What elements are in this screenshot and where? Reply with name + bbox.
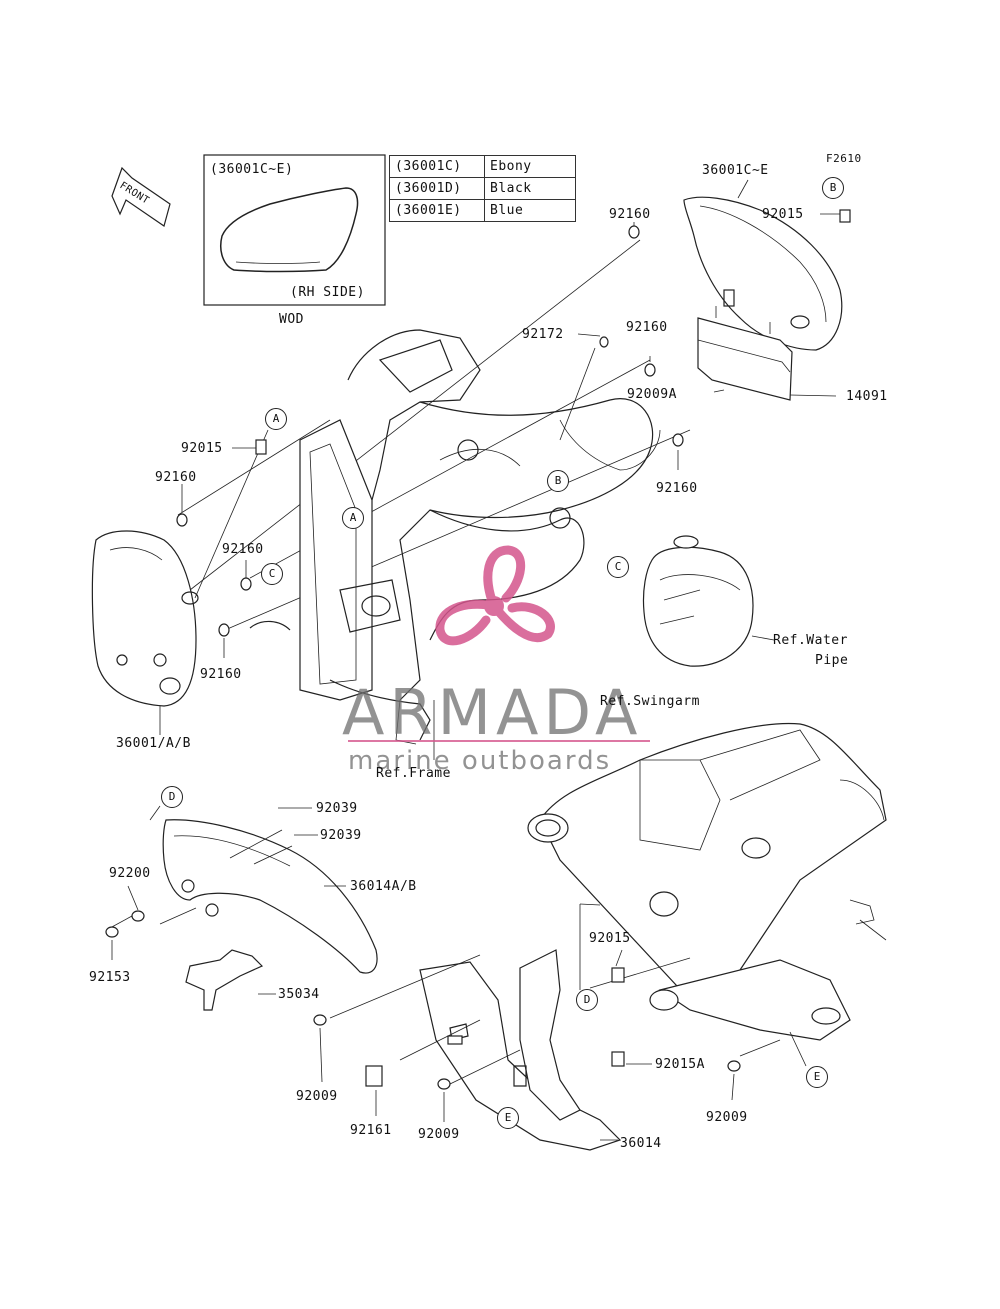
- color-code: (36001E): [389, 199, 485, 222]
- callout-d[interactable]: D: [576, 989, 598, 1011]
- armada-logo-icon: [435, 545, 555, 646]
- part-label[interactable]: 92160: [626, 320, 668, 335]
- part-label[interactable]: 36014: [620, 1136, 662, 1151]
- color-table: (36001C) Ebony (36001D) Black (36001E) B…: [389, 155, 576, 222]
- reference-label: Ref.Frame: [376, 766, 451, 781]
- motorcycle-frame: [249, 329, 661, 760]
- part-label[interactable]: 92009A: [627, 387, 677, 402]
- part-label[interactable]: 92015A: [655, 1057, 705, 1072]
- part-label[interactable]: 92161: [350, 1123, 392, 1138]
- callout-e[interactable]: E: [806, 1066, 828, 1088]
- part-label[interactable]: 92039: [320, 828, 362, 843]
- part-label[interactable]: 92015: [181, 441, 223, 456]
- callout-b[interactable]: B: [547, 470, 569, 492]
- part-label[interactable]: 92009: [706, 1110, 748, 1125]
- color-row: (36001E) Blue: [389, 199, 576, 222]
- part-label[interactable]: 92015: [589, 931, 631, 946]
- callout-c[interactable]: C: [261, 563, 283, 585]
- callout-a[interactable]: A: [265, 408, 287, 430]
- part-label[interactable]: 36001C~E: [702, 163, 769, 178]
- color-name: Blue: [484, 199, 576, 222]
- part-label[interactable]: 92200: [109, 866, 151, 881]
- inset-title: (36001C~E): [210, 162, 294, 177]
- swingarm: [527, 722, 887, 1041]
- part-label[interactable]: 92160: [200, 667, 242, 682]
- callout-b[interactable]: B: [822, 177, 844, 199]
- inset-caption: WOD: [279, 312, 304, 327]
- part-label[interactable]: 35034: [278, 987, 320, 1002]
- watermark-brand: ARMADA: [342, 676, 643, 749]
- color-name: Ebony: [484, 155, 576, 178]
- color-code: (36001D): [389, 177, 485, 200]
- part-label[interactable]: 92160: [155, 470, 197, 485]
- part-label[interactable]: 92160: [656, 481, 698, 496]
- lower-chain-cover: [419, 949, 622, 1151]
- callout-e[interactable]: E: [497, 1107, 519, 1129]
- water-pipe-cover: [642, 535, 775, 667]
- right-side-cover: [683, 196, 843, 351]
- part-label[interactable]: 92160: [222, 542, 264, 557]
- part-label[interactable]: 14091: [846, 389, 888, 404]
- part-label[interactable]: 92009: [418, 1127, 460, 1142]
- color-code: (36001C): [389, 155, 485, 178]
- reference-label: Pipe: [815, 653, 849, 668]
- chain-guard: [162, 819, 378, 974]
- bracket-14091: [697, 306, 793, 401]
- reference-label: Ref.Swingarm: [600, 694, 700, 709]
- callout-c[interactable]: C: [607, 556, 629, 578]
- reference-label: Ref.Water: [773, 633, 848, 648]
- part-label[interactable]: 36014A/B: [350, 879, 417, 894]
- part-label[interactable]: 92172: [522, 327, 564, 342]
- part-label[interactable]: 92039: [316, 801, 358, 816]
- figure-code: F2610: [826, 152, 862, 165]
- bracket-35034: [185, 949, 264, 1011]
- inset-side-cover: [220, 187, 359, 273]
- fastener-grommets: [105, 209, 851, 1090]
- watermark-rule: [348, 740, 650, 742]
- part-label[interactable]: 36001/A/B: [116, 736, 191, 751]
- inset-frame: [203, 154, 386, 306]
- watermark-tagline: marine outboards: [348, 746, 612, 776]
- color-name: Black: [484, 177, 576, 200]
- left-side-cover: [91, 530, 199, 707]
- part-label[interactable]: 92015: [762, 207, 804, 222]
- callout-a[interactable]: A: [342, 507, 364, 529]
- inset-side-label: (RH SIDE): [290, 285, 365, 300]
- part-label[interactable]: 92160: [609, 207, 651, 222]
- callout-d[interactable]: D: [161, 786, 183, 808]
- front-arrow-icon: [111, 166, 171, 227]
- part-label[interactable]: 92009: [296, 1089, 338, 1104]
- color-row: (36001C) Ebony: [389, 155, 576, 178]
- part-label[interactable]: 92153: [89, 970, 131, 985]
- color-row: (36001D) Black: [389, 177, 576, 200]
